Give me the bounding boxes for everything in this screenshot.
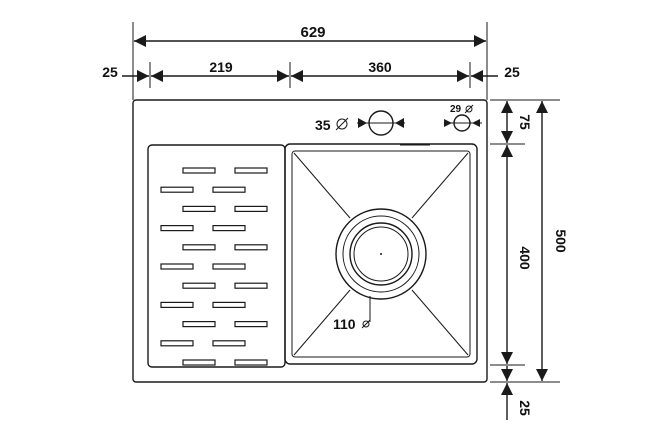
- bowl-fold-line: [293, 152, 351, 219]
- drainboard-slot: [182, 321, 216, 328]
- drainboard: [147, 144, 286, 368]
- drain-center: [380, 253, 382, 255]
- overflow-hole-group: 29: [444, 104, 482, 132]
- drainboard-slot: [160, 186, 194, 193]
- drainboard-slot: [160, 301, 194, 308]
- diameter-symbol-icon: [362, 320, 370, 328]
- arrow: [472, 119, 480, 127]
- tap-hole-group: 35: [315, 110, 405, 136]
- drainboard-slot: [212, 186, 246, 193]
- bottom-margin-label: 25: [517, 400, 533, 416]
- tap-hole: [368, 110, 394, 136]
- drainboard-slot: [182, 359, 216, 366]
- drainboard-slot: [234, 244, 268, 251]
- drainboard-outline: [147, 144, 286, 368]
- bowl-inner: [291, 150, 471, 358]
- drainboard-slot: [212, 301, 246, 308]
- drainboard-width-label: 219: [209, 59, 233, 75]
- drainboard-slot: [160, 263, 194, 270]
- drainboard-slot: [234, 167, 268, 174]
- drainboard-slot: [234, 321, 268, 328]
- drainboard-slot: [234, 205, 268, 212]
- tap-hole-label: 35: [315, 117, 331, 133]
- diameter-symbol-icon: [361, 319, 371, 329]
- arrow: [358, 118, 367, 128]
- drainboard-slots: [160, 167, 268, 366]
- bowl-outer: [284, 143, 478, 365]
- right-dimensions: 500 75 400 25: [490, 99, 569, 420]
- diameter-symbol-icon: [336, 118, 348, 130]
- drainboard-slot: [212, 263, 246, 270]
- bowl-fold-line: [293, 289, 351, 356]
- arrow: [395, 118, 404, 128]
- drain-hole: [353, 226, 409, 282]
- drainboard-slot: [182, 167, 216, 174]
- bowl-width-label: 360: [368, 59, 392, 75]
- arrow: [444, 119, 452, 127]
- overflow-hole: [453, 114, 471, 132]
- diameter-symbol-icon: [464, 104, 474, 114]
- diameter-symbol-icon: [465, 105, 473, 113]
- drain-hole-label: 110: [333, 316, 356, 332]
- overall-height-label: 500: [553, 229, 569, 253]
- bowl-height-label: 400: [517, 246, 533, 270]
- drain-ring: [342, 215, 420, 293]
- sink-outline: [132, 99, 488, 383]
- drainboard-slot: [182, 205, 216, 212]
- drainboard-slot: [212, 340, 246, 347]
- left-margin-label: 25: [102, 64, 118, 80]
- top-dimensions: 629 219 360 25 25: [102, 22, 520, 100]
- drainboard-slot: [160, 340, 194, 347]
- overflow-hole-label: 29: [450, 104, 462, 115]
- sink-bowl: 110: [284, 143, 478, 365]
- bowl-fold-line: [411, 152, 469, 219]
- drainboard-slot: [182, 282, 216, 289]
- drain-outer-ring: [335, 208, 427, 300]
- drain-ring: [349, 222, 413, 286]
- drainboard-slot: [212, 225, 246, 232]
- diameter-symbol-icon: [335, 117, 349, 131]
- overall-width-label: 629: [300, 24, 325, 41]
- bowl-fold-line: [411, 289, 469, 356]
- drainboard-slot: [182, 244, 216, 251]
- sink-outer-rim: [132, 99, 488, 383]
- drainboard-slot: [234, 359, 268, 366]
- right-margin-label: 25: [504, 64, 520, 80]
- drainboard-slot: [160, 225, 194, 232]
- drainboard-slot: [234, 282, 268, 289]
- tap-offset-label: 75: [517, 114, 533, 130]
